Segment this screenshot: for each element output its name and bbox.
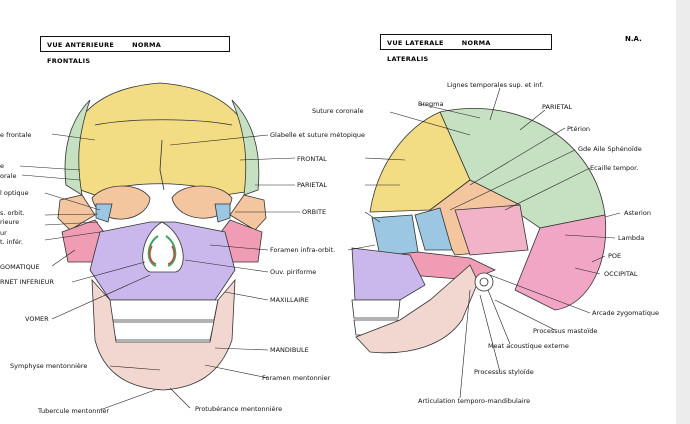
anterior-nasal-red-right — [167, 245, 175, 265]
page-edge — [676, 0, 690, 424]
label-fissure-inf-2: t. infér. — [0, 238, 24, 246]
label-ecaille-temporale: Ecaille tempor. — [590, 164, 639, 172]
leader-lines — [19, 87, 621, 411]
label-gde-aile-sphenoide: Gde Aile Sphénoïde — [578, 145, 642, 153]
label-cornet-inferieur: RNET INFERIEUR — [0, 278, 54, 286]
label-tubercule: Tubercule mentonnier — [38, 407, 110, 415]
label-lignes-temporales: Lignes temporales sup. et inf. — [447, 81, 544, 89]
label-foramen-infra: Foramen infra-orbit. — [270, 246, 336, 254]
label-protuberance: Protubérance mentonnière — [195, 405, 283, 413]
label-pterion: Ptérion — [567, 125, 591, 133]
label-glabelle: Glabelle et suture métopique — [270, 131, 366, 139]
label-ouv-piriforme: Ouv. piriforme — [270, 268, 317, 276]
lateral-sphenoid-pink — [454, 204, 529, 256]
label-fissure-inf: ur — [0, 229, 7, 237]
anterior-nasal-red-left — [149, 245, 157, 265]
lateral-maxilla — [351, 247, 426, 301]
label-foramen-mentonnier: Foramen mentonnier — [262, 374, 331, 382]
anterior-lower-teeth — [111, 321, 215, 341]
label-fragment-1: e — [0, 162, 4, 170]
lateral-view-title: VUE LATERALE — [387, 39, 444, 47]
label-parietal-anterior: PARIETAL — [297, 181, 328, 189]
anterior-view-title: VUE ANTERIEURE — [47, 41, 115, 49]
label-fissure-orbit: s. orbit. — [0, 209, 25, 217]
anterior-upper-teeth — [107, 299, 219, 321]
anterior-norma-title: NORMA FRONTALIS — [47, 41, 162, 65]
label-parietal-lateral: PARIETAL — [542, 103, 573, 111]
label-suture-coronale: Suture coronale — [312, 107, 364, 115]
lateral-ear-canal-inner — [479, 277, 489, 287]
anterior-orbit-blue-right — [214, 203, 231, 223]
label-optique: l optique — [0, 189, 29, 197]
lateral-occipital-bone — [514, 214, 607, 311]
anterior-mandible — [91, 278, 236, 391]
label-lambda: Lambda — [618, 234, 645, 242]
label-fragment-2: orale — [0, 172, 17, 180]
label-meat-acoustique: Meat acoustique externe — [488, 342, 569, 350]
anterior-parietal-right — [231, 99, 260, 196]
label-zygomatique: GOMATIQUE — [0, 263, 40, 271]
label-processus-styloide: Processus styloïde — [474, 368, 534, 376]
label-mandibule: MANDIBULE — [270, 346, 309, 354]
label-symphyse: Symphyse mentonnière — [10, 362, 88, 370]
lateral-sphenoid-wing — [414, 207, 453, 251]
anterior-nasal-concha-left — [147, 235, 159, 267]
label-fissure-orbit-2: rieure — [0, 218, 20, 226]
anterior-temporal-right — [229, 194, 267, 231]
anterior-orbit-blue-left — [95, 203, 113, 223]
label-frontal: FRONTAL — [297, 155, 327, 163]
lateral-mandible — [355, 264, 479, 354]
anterior-nasal-concha-right — [165, 235, 177, 267]
label-vomer: VOMER — [25, 315, 49, 323]
label-maxillaire: MAXILLAIRE — [270, 296, 309, 304]
label-articulation-tm: Articulation temporo-mandibulaire — [418, 397, 531, 405]
anterior-parietal-left — [64, 99, 91, 196]
lateral-skull — [351, 108, 607, 354]
label-orbite: ORBITE — [302, 208, 327, 216]
label-processus-mastoide: Processus mastoïde — [533, 327, 598, 335]
anterior-coronal-hint — [94, 119, 233, 126]
lateral-frontal-bone — [369, 111, 471, 213]
label-suture-frontale: e frontale — [0, 131, 32, 139]
label-occipital: OCCIPITAL — [604, 270, 638, 278]
anterior-metopic-suture — [159, 139, 165, 191]
label-bregma: Bregma — [418, 100, 444, 108]
label-poe: POE — [608, 252, 622, 260]
lateral-orbit — [371, 214, 419, 257]
lateral-norma-title: NORMA LATERALIS — [387, 39, 491, 63]
lateral-upper-teeth — [351, 299, 401, 319]
author-initials: N.A. — [625, 35, 642, 43]
label-arcade-zygomatique: Arcade zygomatique — [592, 309, 659, 317]
label-asterion: Asterion — [624, 209, 651, 217]
anterior-skull — [57, 82, 267, 391]
